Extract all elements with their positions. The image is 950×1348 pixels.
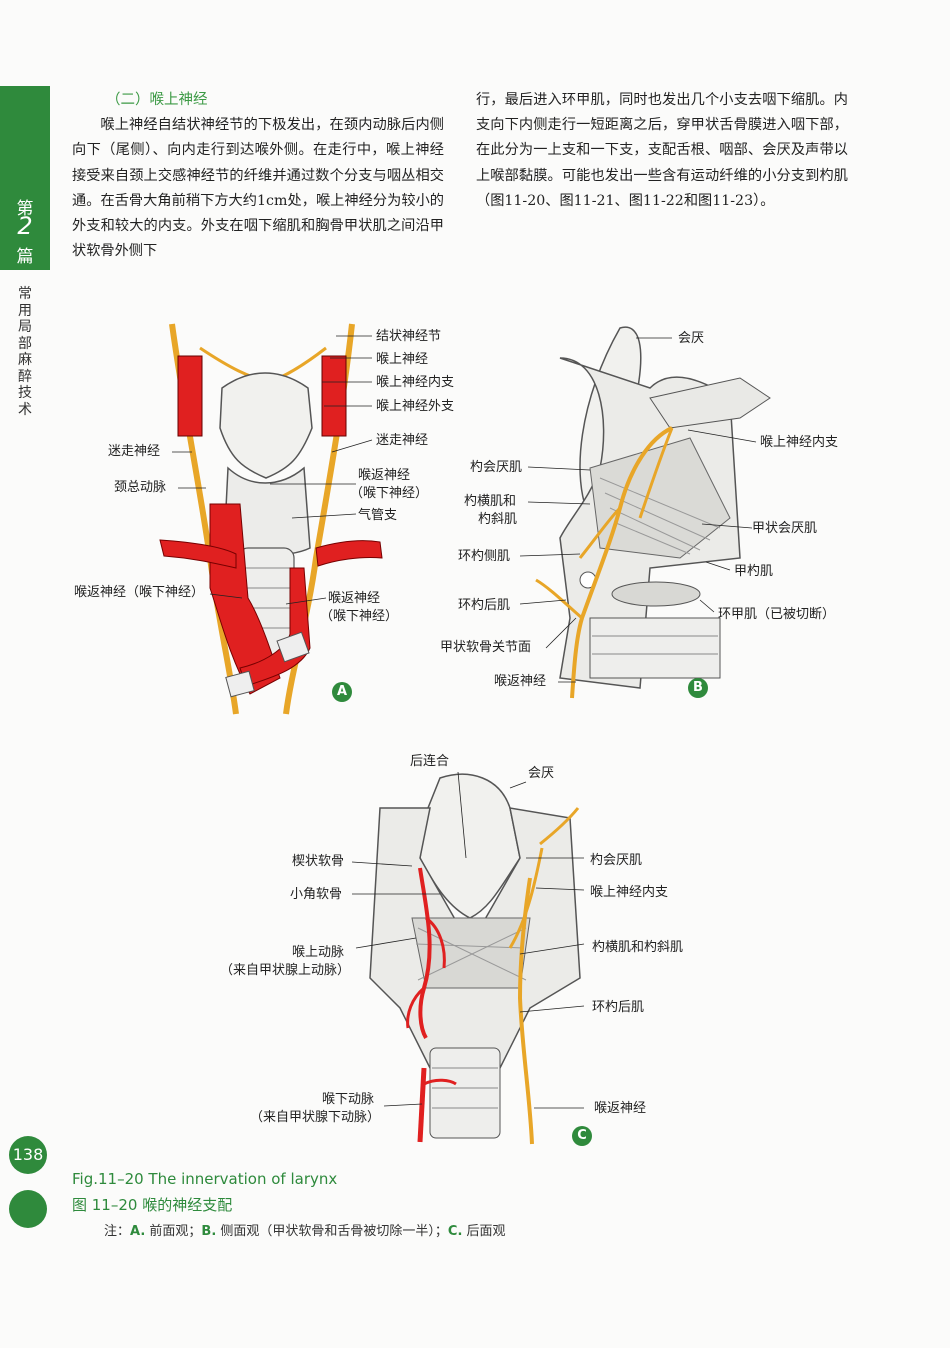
label-nodose-ganglion: 结状神经节 <box>376 329 442 344</box>
label-recurrent-nerve-2-alt: （喉下神经） <box>320 609 399 624</box>
figure-c: 后连合 会厌 楔状软骨 杓会厌肌 小角软骨 喉上神经内支 喉上动脉 （来自甲状腺… <box>200 748 720 1148</box>
label-superior-laryngeal-artery: 喉上动脉 <box>292 945 345 960</box>
label-tracheal-branch: 气管支 <box>358 508 398 523</box>
label-inferior-laryngeal-artery: 喉下动脉 <box>322 1092 375 1107</box>
label-corniculate-cartilage: 小角软骨 <box>290 887 343 902</box>
caption-note: 注：A. 前面观；B. 侧面观（甲状软骨和舌骨被切除一半）；C. 后面观 <box>104 1220 506 1239</box>
figure-c-drawing <box>351 771 585 1145</box>
label-epiglottis-c: 会厌 <box>528 766 555 781</box>
label-thyroepiglottic: 甲状会厌肌 <box>752 521 818 536</box>
text-column-right: 行，最后进入环甲肌，同时也发出几个小支去咽下缩肌。内支向下内侧走行一短距离之后，… <box>476 88 848 214</box>
caption-text-a: 前面观； <box>145 1224 202 1239</box>
label-posterior-cricoarytenoid-c: 环杓后肌 <box>592 1000 645 1015</box>
label-recurrent-nerve-1-alt: （喉下神经） <box>350 486 429 501</box>
figure-c-badge: C <box>572 1126 592 1146</box>
label-lateral-cricoarytenoid: 环杓侧肌 <box>458 549 511 564</box>
page-number: 138 <box>9 1136 47 1174</box>
label-posterior-cricoarytenoid: 环杓后肌 <box>458 598 511 613</box>
label-inferior-laryngeal-artery-source: （来自甲状腺下动脉） <box>250 1110 381 1125</box>
label-cricothyroid-cut: 环甲肌（已被切断） <box>718 607 836 622</box>
label-thyroarytenoid: 甲杓肌 <box>734 564 774 579</box>
caption-text-c: 后面观 <box>462 1224 506 1239</box>
label-transverse-oblique-arytenoid: 杓横肌和杓斜肌 <box>592 940 684 955</box>
label-vagus-right: 迷走神经 <box>376 433 429 448</box>
caption-english: Fig.11–20 The innervation of larynx <box>72 1170 338 1188</box>
label-superior-laryngeal-artery-source: （来自甲状腺上动脉） <box>220 963 351 978</box>
figure-b: 会厌 喉上神经内支 杓会厌肌 杓横肌和 杓斜肌 甲状会厌肌 环杓侧肌 甲杓肌 环… <box>440 318 870 718</box>
figure-a-badge: A <box>332 682 352 702</box>
page-decoration-dot <box>9 1190 47 1228</box>
label-transverse-arytenoid-1: 杓横肌和 <box>464 494 517 509</box>
label-internal-branch: 喉上神经内支 <box>376 375 455 390</box>
label-recurrent-nerve-1: 喉返神经 <box>358 468 411 483</box>
part-label-bottom: 篇 <box>16 247 34 267</box>
label-cuneiform-cartilage: 楔状软骨 <box>292 854 345 869</box>
label-thyroid-articular-facet: 甲状软骨关节面 <box>440 640 532 655</box>
caption-note-prefix: 注： <box>104 1224 131 1239</box>
caption-key-c: C. <box>447 1224 463 1239</box>
figure-a: 结状神经节 喉上神经 喉上神经内支 喉上神经外支 迷走神经 迷走神经 颈总动脉 … <box>60 318 470 718</box>
label-recurrent-nerve-b: 喉返神经 <box>494 674 547 689</box>
caption-key-a: A. <box>130 1224 146 1239</box>
caption-chinese: 图 11–20 喉的神经支配 <box>72 1196 233 1214</box>
chapter-title: 常用局部麻醉技术 <box>18 286 32 418</box>
figure-b-badge: B <box>688 678 708 698</box>
figure-a-drawing <box>159 323 383 715</box>
part-number: 2 <box>17 212 33 240</box>
label-external-branch: 喉上神经外支 <box>376 399 455 414</box>
label-transverse-arytenoid-2: 杓斜肌 <box>478 512 518 527</box>
label-epiglottis: 会厌 <box>678 331 705 346</box>
label-recurrent-nerve-left: 喉返神经（喉下神经） <box>74 585 205 600</box>
paragraph-left: 喉上神经自结状神经节的下极发出，在颈内动脉后内侧向下（尾侧）、向内走行到达喉外侧… <box>72 117 444 260</box>
text-column-left: （二）喉上神经 喉上神经自结状神经节的下极发出，在颈内动脉后内侧向下（尾侧）、向… <box>72 88 444 264</box>
label-internal-branch-c: 喉上神经内支 <box>590 885 669 900</box>
label-posterior-commissure: 后连合 <box>410 754 450 769</box>
figure-b-drawing <box>519 326 771 699</box>
label-aryepiglottic-muscle-c: 杓会厌肌 <box>590 853 643 868</box>
part-label-top: 第 <box>16 199 34 219</box>
paragraph-right: 行，最后进入环甲肌，同时也发出几个小支去咽下缩肌。内支向下内侧走行一短距离之后，… <box>476 92 848 209</box>
label-internal-branch-b: 喉上神经内支 <box>760 435 839 450</box>
label-vagus-left: 迷走神经 <box>108 444 161 459</box>
label-aryepiglottic-muscle: 杓会厌肌 <box>470 460 523 475</box>
label-superior-laryngeal-nerve: 喉上神经 <box>376 352 429 367</box>
section-title: （二）喉上神经 <box>106 92 208 108</box>
label-recurrent-nerve-2: 喉返神经 <box>328 591 381 606</box>
part-tab: 第 2 篇 <box>0 86 50 270</box>
label-recurrent-nerve-c: 喉返神经 <box>594 1101 647 1116</box>
caption-text-b: 侧面观（甲状软骨和舌骨被切除一半）； <box>216 1224 448 1239</box>
caption-key-b: B. <box>201 1224 217 1239</box>
label-common-carotid: 颈总动脉 <box>114 480 167 495</box>
